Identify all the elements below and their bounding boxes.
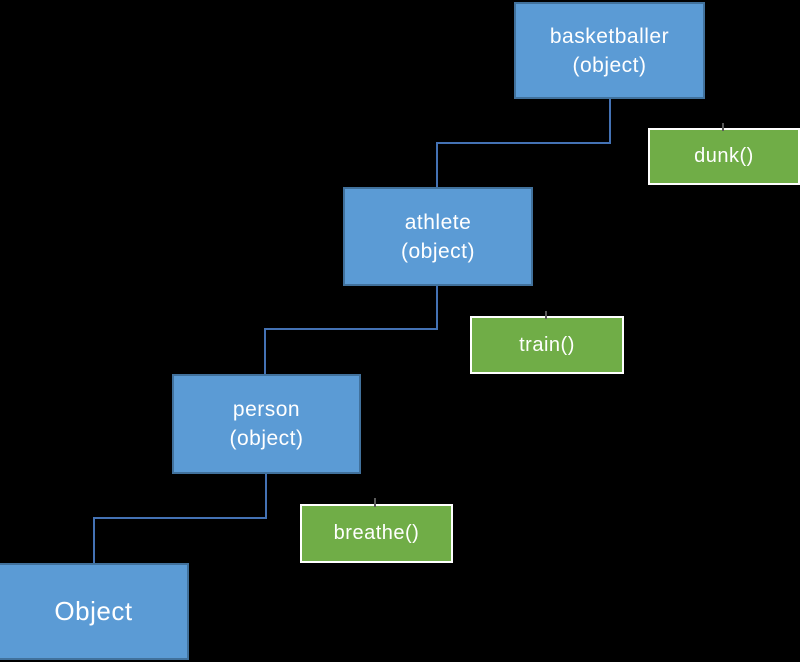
class-node-athlete: athlete (object) bbox=[343, 187, 533, 286]
class-node-object: Object bbox=[0, 563, 189, 660]
connector-basketballer-athlete bbox=[436, 99, 611, 187]
method-node-breathe: breathe() bbox=[300, 504, 453, 563]
class-node-sublabel: (object) bbox=[572, 53, 647, 77]
shape-handle-tick bbox=[722, 123, 724, 131]
method-node-dunk: dunk() bbox=[648, 128, 800, 185]
shape-handle-tick bbox=[374, 498, 376, 507]
method-label: train() bbox=[519, 333, 575, 356]
method-node-train: train() bbox=[470, 316, 624, 374]
connector-person-object bbox=[93, 474, 267, 563]
class-node-label: athlete bbox=[404, 210, 472, 234]
class-node-sublabel: (object) bbox=[229, 427, 304, 450]
class-node-label: person bbox=[232, 398, 301, 421]
class-node-label: basketballer bbox=[549, 24, 670, 48]
method-label: dunk() bbox=[694, 145, 754, 167]
shape-handle-tick bbox=[545, 311, 547, 319]
class-node-person: person (object) bbox=[172, 374, 361, 474]
class-node-basketballer: basketballer (object) bbox=[514, 2, 705, 99]
connector-athlete-person bbox=[264, 286, 438, 374]
method-label: breathe() bbox=[333, 522, 420, 544]
class-node-sublabel: (object) bbox=[400, 239, 476, 263]
class-node-label: Object bbox=[54, 596, 133, 626]
